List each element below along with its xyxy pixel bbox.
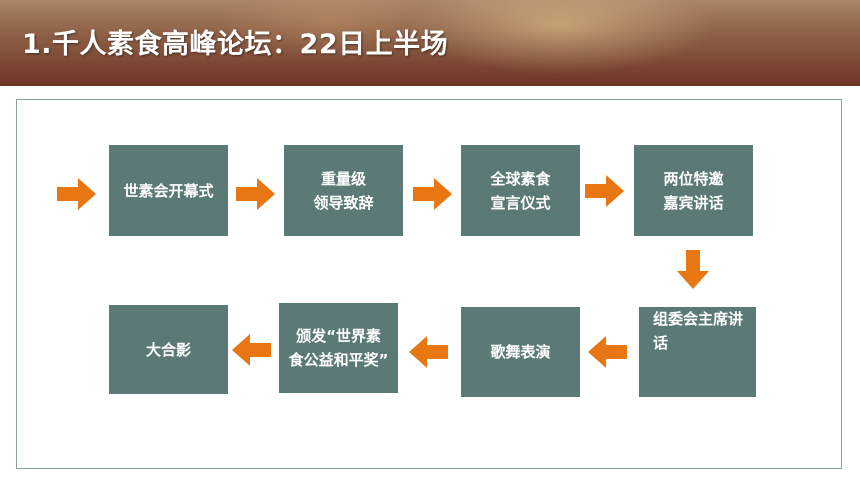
step-label: 话 xyxy=(653,334,669,352)
step-label: 两位特邀 xyxy=(663,169,724,188)
flowchart-frame xyxy=(16,99,842,469)
step-label: 全球素食 xyxy=(490,169,551,188)
step-label: 宣言仪式 xyxy=(490,193,551,212)
step-leader-speech: 重量级 领导致辞 xyxy=(284,145,403,236)
title-banner: 1.千人素食高峰论坛：22日上半场 xyxy=(0,0,860,86)
arrow-down-icon xyxy=(677,250,709,289)
step-label: 颁发“世界素 xyxy=(296,327,381,345)
step-label: 重量级 xyxy=(320,169,366,188)
step-chairman-speech: 组委会主席讲 话 xyxy=(639,307,756,397)
step-group-photo: 大合影 xyxy=(109,305,228,394)
arrow-left-icon xyxy=(232,334,271,366)
step-label: 嘉宾讲话 xyxy=(663,193,724,212)
step-label: 食公益和平奖” xyxy=(288,351,389,369)
step-label: 组委会主席讲 xyxy=(653,310,744,328)
step-performance: 歌舞表演 xyxy=(461,307,580,397)
arrow-right-icon xyxy=(413,178,452,210)
arrow-right-icon xyxy=(57,178,96,210)
step-label: 大合影 xyxy=(145,340,191,359)
arrow-left-icon xyxy=(588,336,627,368)
arrow-left-icon xyxy=(409,336,448,368)
step-vegan-declaration: 全球素食 宣言仪式 xyxy=(461,145,580,236)
step-guest-speech: 两位特邀 嘉宾讲话 xyxy=(634,145,753,236)
step-opening-ceremony: 世素会开幕式 xyxy=(109,145,228,236)
arrow-right-icon xyxy=(585,175,624,207)
step-award-ceremony: 颁发“世界素 食公益和平奖” xyxy=(279,303,398,393)
page-title: 1.千人素食高峰论坛：22日上半场 xyxy=(22,29,449,60)
step-label: 歌舞表演 xyxy=(490,343,551,361)
step-label: 世素会开幕式 xyxy=(123,181,214,200)
arrow-right-icon xyxy=(236,178,275,210)
step-label: 领导致辞 xyxy=(313,193,374,212)
